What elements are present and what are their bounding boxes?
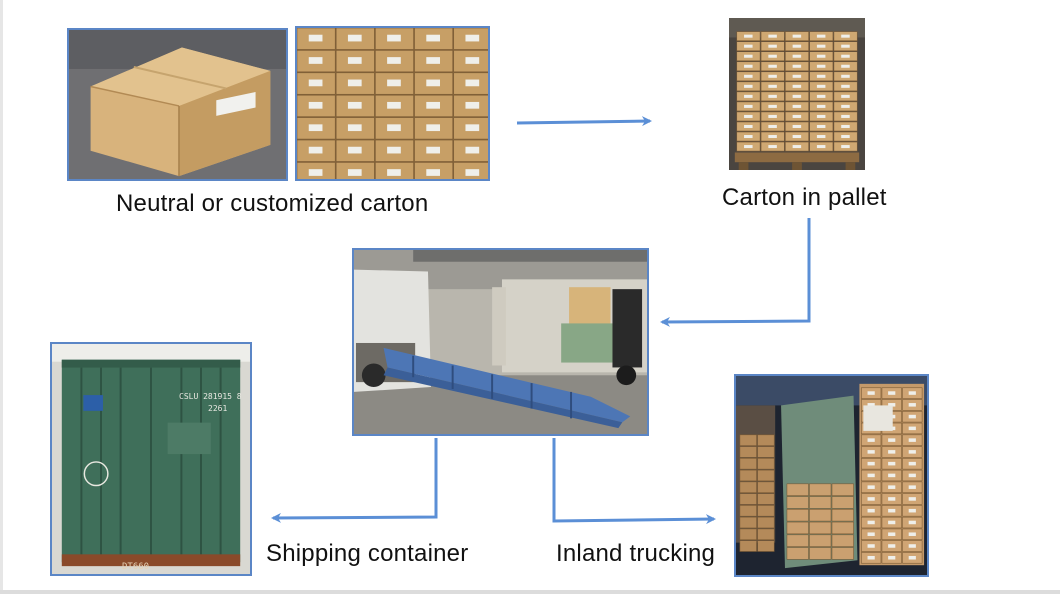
pallet-photo: [727, 16, 867, 172]
carton-stack-photo: [295, 26, 490, 181]
truck-loading-ramp-photo: [352, 248, 649, 436]
left-edge-divider: [0, 0, 3, 594]
caption-pallet: Carton in pallet: [722, 184, 887, 211]
shipping-container-photo: CSLU 281915 8 2261 DT660: [50, 342, 252, 576]
container-type-mark: 2261: [208, 404, 228, 413]
single-carton-photo: [67, 28, 288, 181]
bottom-edge-divider: [0, 590, 1060, 594]
caption-carton: Neutral or customized carton: [116, 190, 429, 217]
inland-trucking-photo: [734, 374, 929, 577]
container-code-mark: CSLU 281915 8: [179, 392, 242, 401]
container-bottom-mark: DT660: [122, 562, 150, 572]
caption-container: Shipping container: [266, 540, 469, 567]
caption-trucking: Inland trucking: [556, 540, 716, 567]
